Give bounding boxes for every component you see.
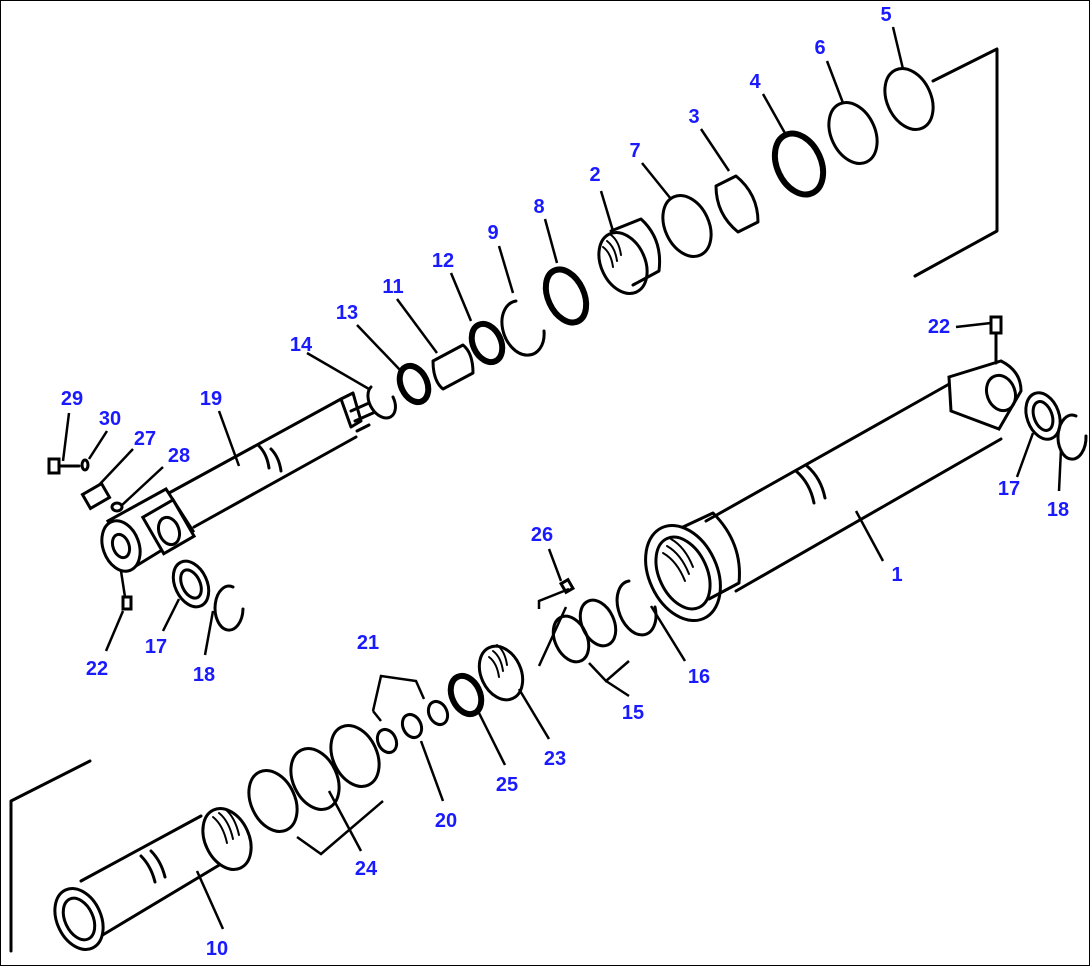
callout-3: 3 (688, 106, 699, 128)
callout-9: 9 (487, 222, 498, 244)
callout-13: 13 (336, 302, 358, 324)
callout-22-left: 22 (86, 658, 108, 680)
callout-22-top: 22 (928, 316, 950, 338)
right-bushing-group (1024, 391, 1088, 461)
callout-14: 14 (290, 334, 313, 356)
frame-lines (9, 47, 999, 953)
callout-25: 25 (496, 774, 518, 796)
callout-18-right: 18 (1047, 499, 1069, 521)
leader-lines (61, 26, 1063, 930)
callout-6: 6 (814, 37, 825, 59)
callout-labels: 5 6 4 3 7 2 8 9 12 11 13 14 19 22 17 18 … (61, 4, 1069, 960)
callout-5: 5 (880, 4, 891, 26)
callout-10: 10 (206, 938, 228, 960)
callout-18-left: 18 (193, 664, 215, 686)
callout-29: 29 (61, 388, 83, 410)
callout-4: 4 (749, 71, 761, 93)
callout-24: 24 (355, 858, 378, 880)
fasteners-group (47, 457, 124, 513)
callout-2: 2 (589, 164, 600, 186)
piston-rod-part (100, 391, 375, 573)
callout-17-right: 17 (998, 478, 1020, 500)
callout-1: 1 (891, 564, 902, 586)
rod-seals-row (366, 67, 935, 420)
callout-7: 7 (629, 140, 640, 162)
left-bushing-group (121, 559, 245, 632)
callout-17-left: 17 (145, 636, 167, 658)
piston-seals-row (247, 577, 658, 833)
callout-26: 26 (531, 524, 553, 546)
cylinder-tube-part (644, 315, 1023, 623)
cylinder-head-part (53, 807, 253, 951)
callout-27: 27 (134, 428, 156, 450)
callout-11: 11 (382, 276, 403, 298)
callout-28: 28 (168, 445, 190, 467)
callout-19: 19 (200, 388, 222, 410)
callout-12: 12 (432, 250, 454, 272)
callout-21: 21 (357, 632, 379, 654)
callout-16: 16 (688, 666, 710, 688)
callout-30: 30 (99, 408, 121, 430)
callout-15: 15 (622, 702, 644, 724)
callout-23: 23 (544, 748, 566, 770)
callout-20: 20 (435, 810, 457, 832)
callout-8: 8 (533, 196, 544, 218)
